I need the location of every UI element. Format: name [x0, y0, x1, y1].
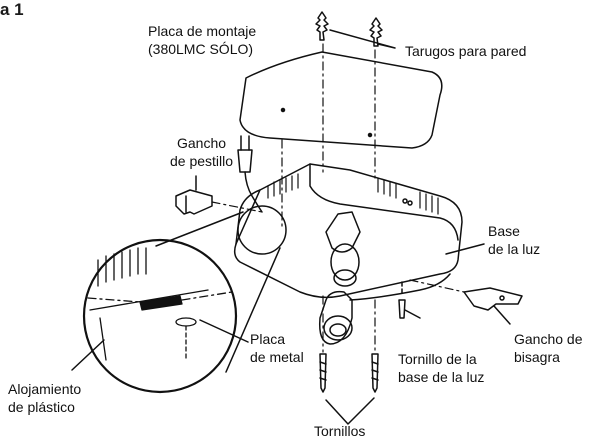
detail-source-circle [237, 205, 287, 255]
light-socket-upper [325, 211, 361, 287]
hinge-hook-label-line1: Gancho de [514, 331, 583, 347]
wall-anchor-right [369, 17, 383, 47]
hinge-hook-label-line2: bisagra [514, 349, 560, 365]
latch-hook [175, 189, 213, 215]
screw-leader [404, 309, 421, 319]
mounting-plate-label-line2: (380LMC SÓLO) [148, 41, 254, 57]
wall-anchor-left [315, 11, 329, 41]
mounting-plate-label: Placa de montaje (380LMC SÓLO) [148, 22, 256, 58]
light-base-label: Base de la luz [488, 222, 540, 258]
plastic-housing-leader [71, 339, 105, 371]
detail-magnifier [82, 238, 238, 394]
hinge-hook-label: Gancho de bisagra [514, 330, 583, 366]
screws-label: Tornillos [314, 423, 366, 439]
mounting-plate-label-line1: Placa de montaje [148, 23, 257, 39]
light-base-leader [445, 243, 485, 255]
plastic-housing-label-line1: Alojamiento [8, 381, 82, 397]
light-base-screw-label-line1: Tornillo de la [398, 351, 477, 367]
screw-left [319, 353, 327, 393]
wall-anchors-label: Tarugos para pared [405, 43, 527, 59]
plastic-housing-label-line2: de plástico [8, 399, 75, 415]
latch-hook-label-line1: Gancho [177, 135, 227, 151]
hinge-hook-leader [493, 305, 511, 325]
light-base-label-line1: Base [488, 223, 520, 239]
light-socket-lower [318, 290, 353, 345]
metal-plate-leader [199, 319, 249, 343]
power-cord [237, 135, 263, 213]
metal-plate-label-line2: de metal [250, 349, 304, 365]
latch-hook-label-line2: de pestillo [170, 153, 234, 169]
light-base-screw [398, 281, 406, 319]
screws-leader [325, 397, 375, 425]
light-base-screw-label: Tornillo de la base de la luz [398, 350, 484, 386]
wall-anchors-leader [329, 29, 396, 49]
hinge-hook [463, 287, 523, 311]
light-base-screw-label-line2: base de la luz [398, 369, 485, 385]
latch-hook-label: Gancho de pestillo [170, 134, 233, 170]
metal-plate-label: Placa de metal [250, 330, 304, 366]
figure-caption-fragment: a 1 [0, 0, 24, 19]
light-base-housing [233, 163, 463, 299]
socket-wire [349, 273, 451, 301]
mounting-plate [239, 51, 443, 149]
screw-right [371, 353, 379, 393]
metal-plate-label-line1: Placa [250, 331, 286, 347]
detail-contents [87, 247, 233, 361]
plastic-housing-label: Alojamiento de plástico [8, 380, 81, 416]
light-base-label-line2: de la luz [488, 241, 541, 257]
